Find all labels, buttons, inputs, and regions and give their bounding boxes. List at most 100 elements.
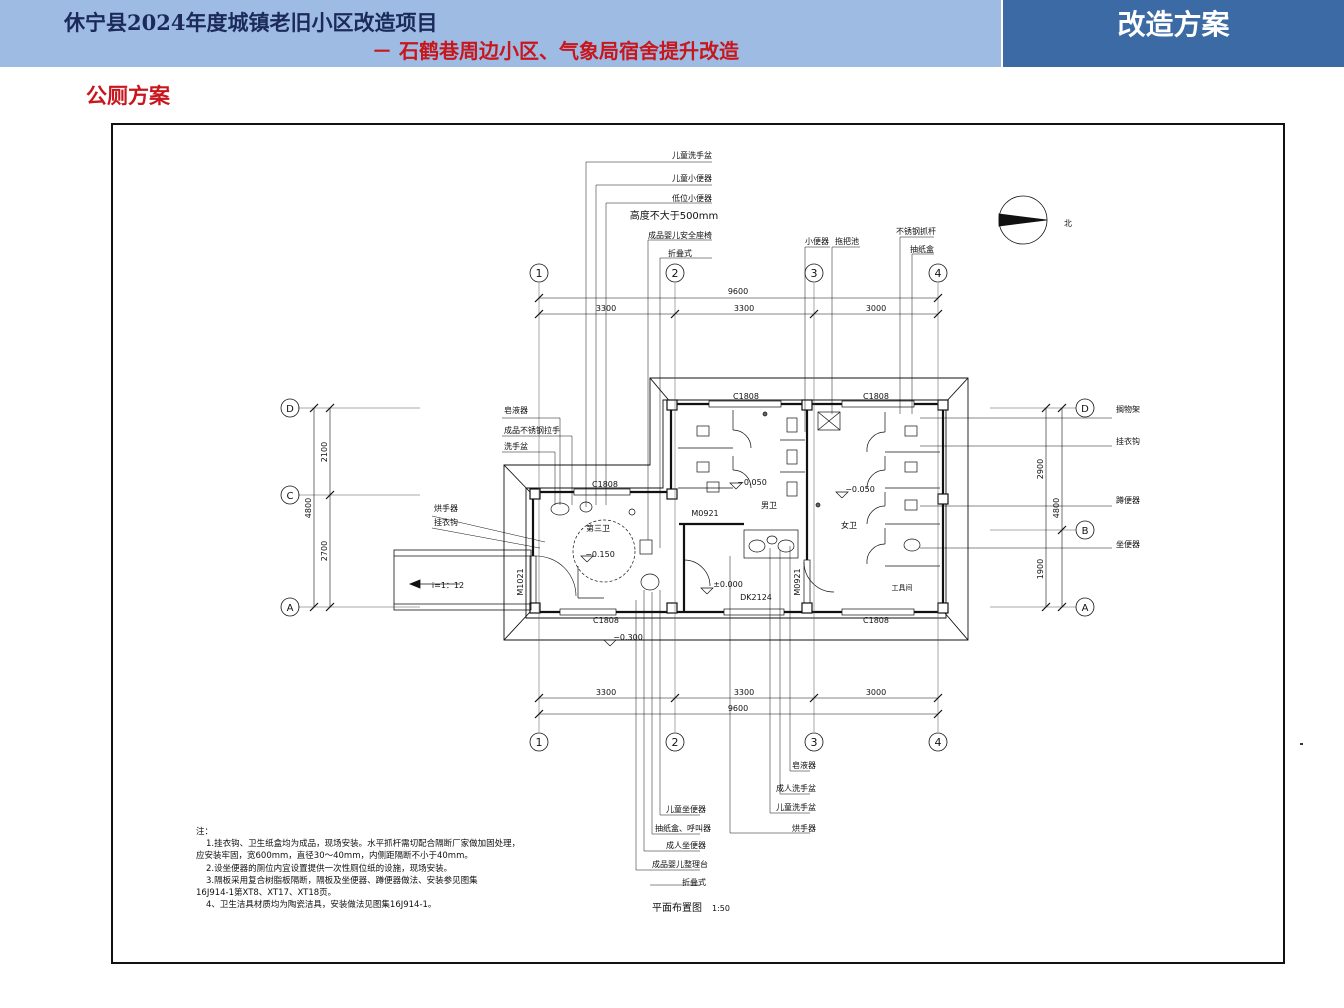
project-title: 休宁县2024年度城镇老旧小区改造项目 xyxy=(64,10,438,35)
level-label: −0.150 xyxy=(585,550,615,559)
callout-label: 蹲便器 xyxy=(1116,495,1140,505)
dimension-text: 2700 xyxy=(320,541,329,561)
leader-lines xyxy=(431,161,1112,886)
dimension-text: 2100 xyxy=(320,442,329,462)
axis-label: 2 xyxy=(672,267,679,280)
level-label: −0.050 xyxy=(737,478,767,487)
north-arrow-icon xyxy=(998,195,1048,245)
callout-label: 不锈钢抓杆 xyxy=(896,226,936,236)
callout-label: 皂液器 xyxy=(792,760,816,770)
window-label: C1808 xyxy=(863,392,889,401)
callout-label: 烘手器 xyxy=(434,503,458,513)
door-label: DK2124 xyxy=(740,593,772,602)
callout-label: 成人洗手盆 xyxy=(776,783,816,793)
notes-line: 2.设坐便器的厕位内宜设置提供一次性厕位纸的设施，现场安装。 xyxy=(206,863,453,874)
axis-label: 1 xyxy=(536,736,543,749)
room-label: 女卫 xyxy=(841,520,857,530)
callout-label: 皂液器 xyxy=(504,405,528,415)
callout-label: 儿童洗手盆 xyxy=(672,150,712,160)
callout-label: 拖把池 xyxy=(835,236,859,246)
callout-label: 烘手器 xyxy=(792,823,816,833)
callout-label: 低位小便器 xyxy=(672,193,712,203)
drawing-frame xyxy=(111,123,1285,964)
callout-label: 儿童洗手盆 xyxy=(776,802,816,812)
axis-label: 4 xyxy=(935,267,942,280)
callout-label: 成人坐便器 xyxy=(666,840,706,850)
ramp xyxy=(393,549,532,611)
female-stalls xyxy=(815,412,940,567)
callout-label: 高度不大于500mm xyxy=(630,209,719,222)
callout-label: 挂衣钩 xyxy=(1116,436,1140,446)
notes-line: 1.挂衣钩、卫生纸盒均为成品，现场安装。水平抓杆需切配合隔断厂家做加固处理， xyxy=(206,839,521,850)
callout-label: 成品不锈钢拉手 xyxy=(504,425,560,435)
axis-bubbles xyxy=(280,263,1095,752)
axis-label: B xyxy=(1082,526,1089,537)
dimension-text: 3000 xyxy=(866,688,886,697)
dimension-text: 3000 xyxy=(866,304,886,313)
callout-label: 儿童小便器 xyxy=(672,173,712,183)
level-label: −0.300 xyxy=(613,633,643,642)
dimension-text: 3300 xyxy=(596,688,616,697)
dimension-text: 9600 xyxy=(728,287,748,296)
callout-label: 挂衣钩 xyxy=(434,517,458,527)
axis-label: 4 xyxy=(935,736,942,749)
notes-line: 应安装牢固，宽600mm，直径30～40mm，内侧距隔断不小于40mm。 xyxy=(196,851,473,862)
columns xyxy=(529,399,949,614)
male-stalls xyxy=(678,410,805,497)
callout-label: 洗手盆 xyxy=(504,441,528,451)
wall-openings xyxy=(529,400,915,616)
section-title: 公厕方案 xyxy=(86,84,170,108)
door-label: M0921 xyxy=(691,509,718,518)
door-label: M0921 xyxy=(793,568,802,595)
ramp-label: i=1：12 xyxy=(432,581,464,590)
dimension-text: 3300 xyxy=(734,688,754,697)
notes-line: 3.隔板采用复合树脂板隔断，隔板及坐便器、蹲便器做法、安装参见图集 xyxy=(206,875,478,886)
axis-lines xyxy=(298,283,1076,732)
axis-label: C xyxy=(287,491,294,502)
axis-label: 3 xyxy=(811,267,818,280)
header-bar xyxy=(0,0,1001,67)
dimension-text: 4800 xyxy=(1052,498,1061,518)
callout-label: 成品婴儿整理台 xyxy=(652,859,708,869)
third-toilet-fixtures xyxy=(535,501,660,599)
drawing-title: 平面布置图 xyxy=(652,902,702,914)
axis-label: A xyxy=(1082,603,1089,614)
dimension-text: 3300 xyxy=(734,304,754,313)
dimension-text: 4800 xyxy=(304,498,313,518)
north-label: 北 xyxy=(1064,219,1072,228)
axis-label: 3 xyxy=(811,736,818,749)
dimension-text: 9600 xyxy=(728,704,748,713)
dimension-text: 1900 xyxy=(1036,559,1045,579)
level-symbols xyxy=(580,482,849,647)
window-label: C1808 xyxy=(592,480,618,489)
axis-label: 1 xyxy=(536,267,543,280)
dimension-lines xyxy=(309,293,1067,719)
header-tag-bar xyxy=(1003,0,1344,67)
door-label: M1021 xyxy=(516,568,525,595)
section-tag: 改造方案 xyxy=(1117,8,1230,41)
callout-label: 抽纸盒 xyxy=(910,244,934,254)
callout-label: 成品婴儿安全座椅 xyxy=(648,230,712,240)
callout-label: 折叠式 xyxy=(668,248,692,258)
window-label: C1808 xyxy=(733,392,759,401)
axis-label: A xyxy=(287,603,294,614)
callout-label: 搁物架 xyxy=(1116,404,1140,414)
dimension-text: 3300 xyxy=(596,304,616,313)
callout-label: 抽纸盒、呼叫器 xyxy=(655,823,711,833)
axis-label: D xyxy=(286,404,294,415)
roof-outline xyxy=(503,377,969,641)
mop-sink xyxy=(817,411,841,431)
callout-label: 小便器 xyxy=(805,236,829,246)
notes-heading: 注： xyxy=(196,827,214,837)
notes-line: 16J914-1第XT8、XT17、XT18页。 xyxy=(196,888,337,899)
dimension-text: 2900 xyxy=(1036,459,1045,479)
notes-line: 4、卫生洁具材质均为陶瓷洁具，安装做法见图集16J914-1。 xyxy=(206,900,437,911)
wash-basins xyxy=(683,529,835,593)
notes-block: 注： 1.挂衣钩、卫生纸盒均为成品，现场安装。水平抓杆需切配合隔断厂家做加固处理… xyxy=(196,826,520,911)
window-label: C1808 xyxy=(593,616,619,625)
callout-label: 儿童坐便器 xyxy=(666,804,706,814)
axis-label: D xyxy=(1081,404,1089,415)
room-label: 男卫 xyxy=(761,501,777,510)
stray-mark xyxy=(1300,743,1303,745)
